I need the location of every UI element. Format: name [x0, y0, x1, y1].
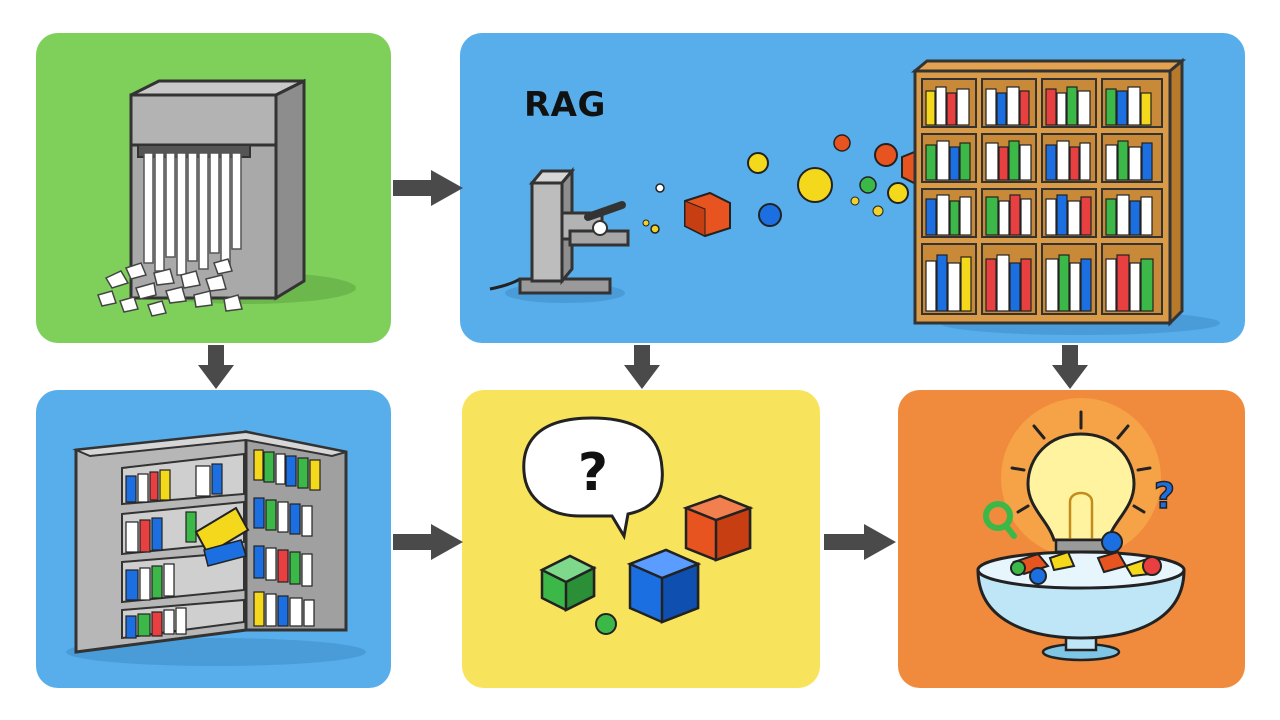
corner-bookshelf-icon	[66, 430, 366, 666]
data-cube-icon	[539, 494, 754, 624]
library-bookshelf-icon	[910, 57, 1220, 335]
lab-microscope-icon	[489, 166, 630, 303]
arrow-right-2	[393, 524, 463, 560]
arrow-right-1	[393, 170, 463, 206]
paper-shredder-icon	[97, 78, 356, 317]
arrow-down-2	[624, 345, 660, 389]
green-sphere	[595, 613, 617, 635]
corner-library-panel	[36, 390, 391, 688]
light-rays	[1010, 410, 1152, 514]
glass-bowl-icon	[976, 531, 1186, 662]
speech-bubble-icon: ?	[522, 416, 664, 541]
rag-title: RAG	[524, 85, 606, 125]
query-illustration: ?	[522, 416, 754, 635]
query-panel: ?	[462, 390, 820, 688]
shredding-panel	[36, 33, 391, 343]
question-mark-text: ?	[578, 443, 608, 503]
generation-panel: ?	[898, 390, 1245, 688]
arrow-down-1	[198, 345, 234, 389]
teal-q-icon	[983, 501, 1013, 531]
generation-illustration: ?	[976, 398, 1186, 662]
arrow-right-3	[824, 524, 896, 560]
rag-illustration	[489, 57, 1220, 335]
rag-panel: RAG	[460, 33, 1245, 343]
arrow-down-3	[1052, 345, 1088, 389]
question-mark-blue: ?	[1154, 476, 1175, 517]
